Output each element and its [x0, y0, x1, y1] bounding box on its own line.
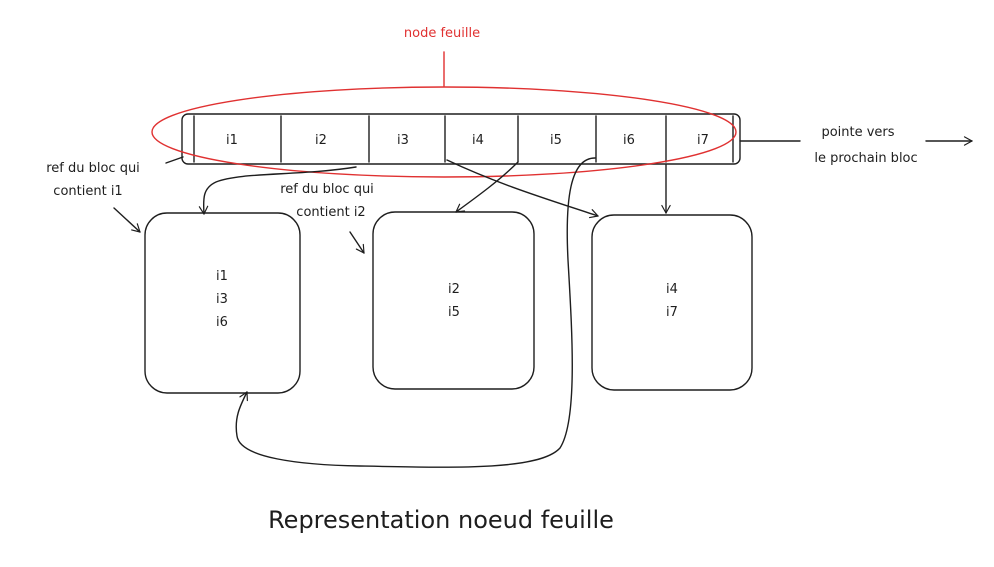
block-1-item: i6 — [216, 315, 228, 330]
ref-block-i2-label-line1: ref du bloc qui — [280, 182, 374, 197]
next-pointer-label-line2: le prochain bloc — [814, 151, 917, 166]
diagram-caption: Representation noeud feuille — [268, 506, 614, 534]
ref-arrow-i6-loop-to-block-1 — [235, 157, 596, 468]
data-block-2 — [372, 211, 535, 390]
block-3-item: i4 — [666, 282, 678, 297]
leaf-cell-i2: i2 — [315, 133, 327, 148]
leaf-cell-i6: i6 — [623, 133, 635, 148]
block-2-item: i5 — [448, 305, 460, 320]
leaf-cell-i5: i5 — [550, 133, 562, 148]
leaf-node-bar — [181, 113, 741, 165]
ref-arrow-i4-to-block-3 — [446, 159, 599, 219]
block-1-item: i3 — [216, 292, 228, 307]
ref-block-i2-pointer — [349, 231, 365, 254]
ref-block-i1-label-line1: ref du bloc qui — [46, 161, 140, 176]
data-block-1 — [144, 212, 301, 394]
leaf-cell-i4: i4 — [472, 133, 484, 148]
leaf-node-highlight-ellipse — [151, 86, 737, 178]
ref-arrow-i2-to-block-2 — [455, 161, 519, 213]
data-block-3 — [591, 214, 753, 391]
ref-block-i1-label-line2: contient i1 — [53, 184, 122, 199]
ref-block-i1-pointer — [113, 207, 141, 233]
ref-arrow-i1-to-block-1 — [198, 166, 357, 215]
leaf-cell-i3: i3 — [397, 133, 409, 148]
leaf-cell-i7: i7 — [697, 133, 709, 148]
leaf-node-label: node feuille — [404, 26, 480, 41]
block-1-item: i1 — [216, 269, 228, 284]
next-pointer-label-line1: pointe vers — [821, 125, 894, 140]
ref-block-i1-connector — [165, 156, 184, 164]
block-3-item: i7 — [666, 305, 678, 320]
block-2-item: i2 — [448, 282, 460, 297]
leaf-cell-i1: i1 — [226, 133, 238, 148]
ref-block-i2-label-line2: contient i2 — [296, 205, 365, 220]
